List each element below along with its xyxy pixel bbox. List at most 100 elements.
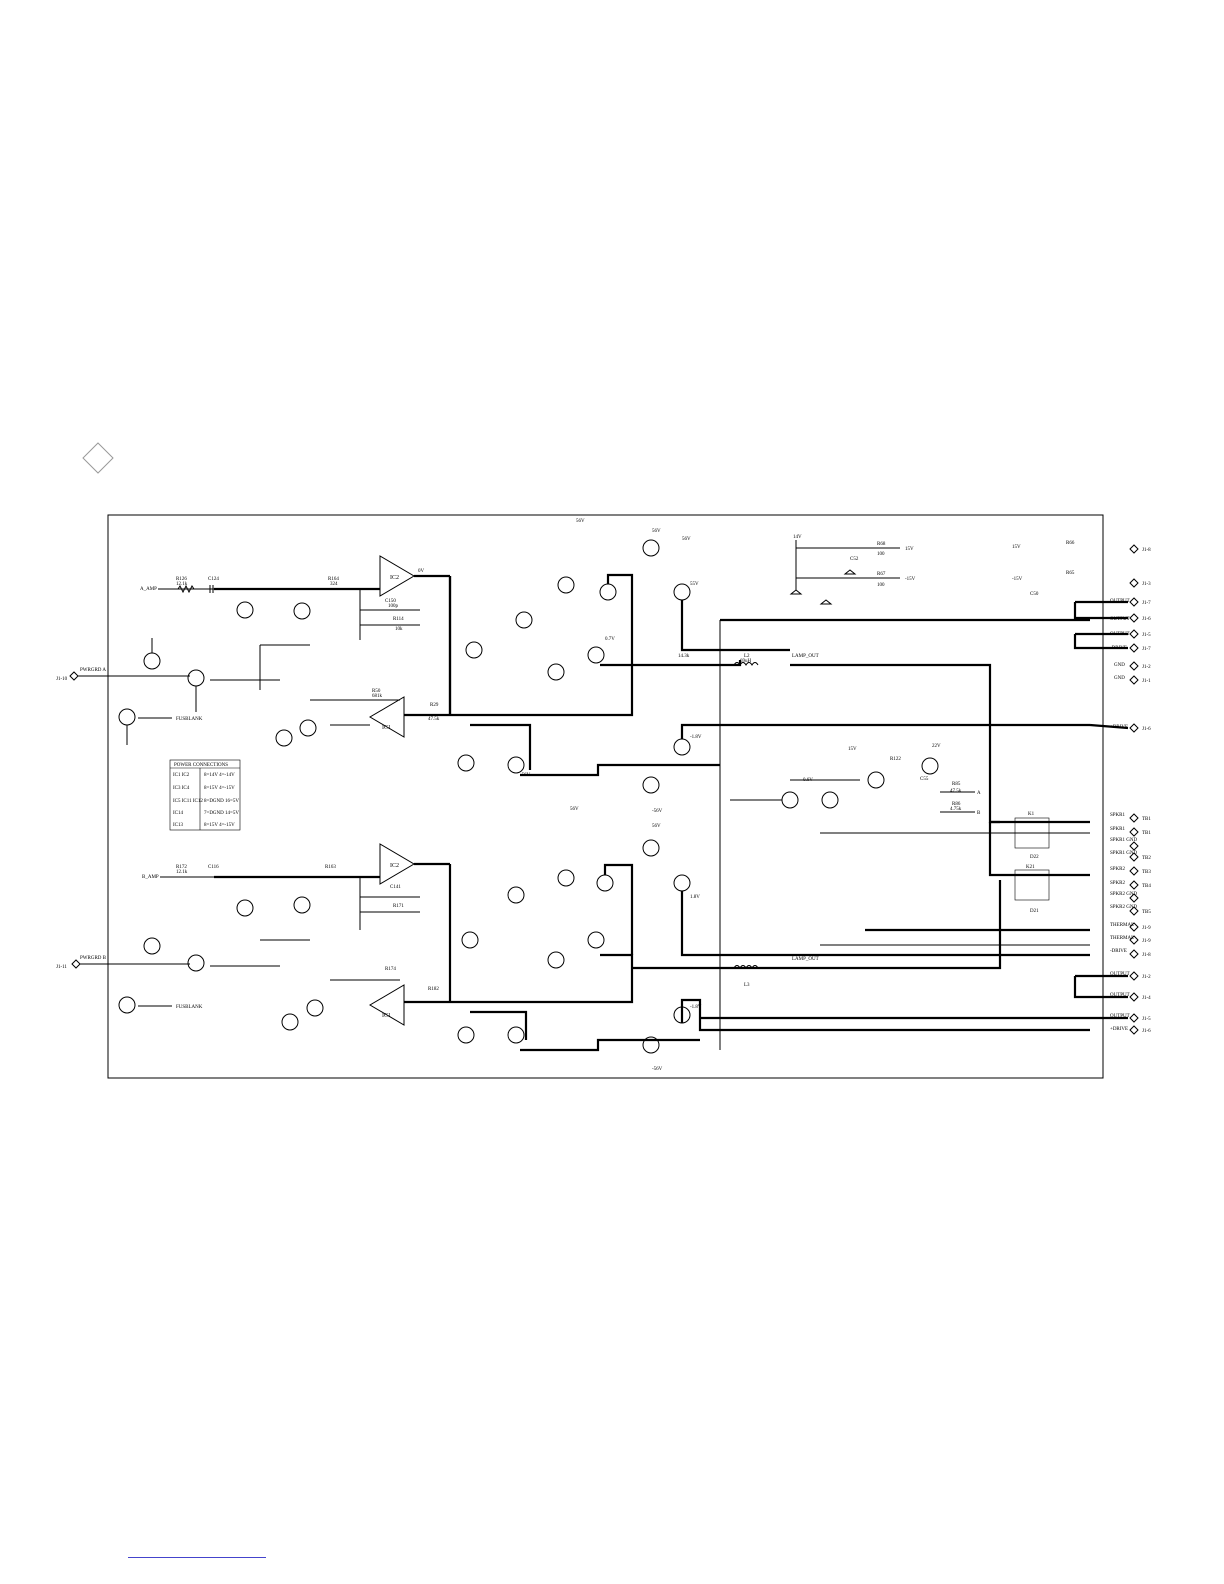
r171-label: R171 [393,904,404,909]
vn56-1: -56V [520,773,531,778]
j1-11-label: J1-11 [56,965,67,970]
fusblank-1-label: FUSBLANK [176,717,203,722]
conn-id: J1-7 [1142,601,1151,606]
r85-label: R85 [952,782,961,787]
r67-label: R67 [877,572,886,577]
vn15-label: -15V [905,577,916,582]
conn-spkr1-2: SPKR1 [1110,827,1126,832]
net-b-label: B [977,811,981,816]
power-row-ic: IC5 IC11 IC12 [173,799,203,804]
conn-tb4: TB4 [1142,884,1151,889]
conn-id: J1-1 [1142,679,1151,684]
conn-id: J1-6 [1142,1029,1151,1034]
l3-label: L3 [744,983,750,988]
channel-b: B_AMP R172 12.1k C116 R163 IC2 C141 R171… [56,807,1090,1072]
conn-tb1: TB1 [1142,817,1151,822]
conn-id: J1-3 [1142,582,1151,587]
connector-column: 15V -15V R66 R65 C50 OUTPUT OUTPUT OUTPU… [700,540,1151,1045]
ic2-top-opamp [379,555,415,597]
c150-value: 100p [388,604,399,609]
conn-tb1b: TB1 [1142,831,1151,836]
r182-label: R182 [428,987,439,992]
v56-1: 56V [576,519,585,524]
power-row-ic: IC3 IC4 [173,786,190,791]
k1-label: K1 [1028,812,1035,817]
ic2-out-v: 0V [418,569,425,574]
vn56-2: -56V [652,809,663,814]
power-row-pins: 7=DGND 14=5V [204,811,239,816]
relay-k1: K1 D22 [1014,812,1050,860]
r68-label: R68 [877,542,886,547]
conn-tb5: TB5 [1142,910,1151,915]
r174-label: R174 [385,967,396,972]
channel-a: A_AMP R126 12.1k C124 R164 324 IC2 0V C1… [56,519,1090,1050]
r50-label: R50 [372,689,381,694]
vn1_8-1: -1.8V [690,735,702,740]
conn-spkr1-gnd-1: SPKR1 GND [1110,838,1137,843]
conn-spkr2-gnd-2: SPKR2 GND [1110,905,1137,910]
r67-value: 100 [877,583,885,588]
ic1-bottom-label: IC1 [382,1013,391,1019]
power-row-pins: 8=15V 4=-15V [204,786,235,791]
conn-spkr2-2: SPKR2 [1110,881,1126,886]
r114-label: R114 [393,617,404,622]
conn-id: J1-2 [1142,975,1151,980]
l2-value: 69uH [740,659,752,664]
v56-b1: 56V [570,807,579,812]
r66-label: R66 [1066,541,1075,546]
conn-output-2: OUTPUT [1110,617,1130,622]
conn-id: J1-6 [1142,617,1151,622]
r29-value: 47.5k [428,717,440,722]
c141-label: C141 [390,885,401,890]
r164-label: R164 [328,577,339,582]
k21-label: K21 [1026,865,1035,870]
d21-label: D21 [1030,909,1039,914]
conn-vn15: -15V [1012,577,1023,582]
ic1-top-label: IC1 [382,725,391,731]
v22-q: 22V [932,744,941,749]
r172-value: 12.1k [176,870,188,875]
lamp-out-a-label: LAMP_OUT [792,654,819,659]
conn-id: J1-4 [1142,996,1151,1001]
vn1_8-b: -1.8V [690,1005,702,1010]
r29-label: R29 [430,703,439,708]
v15-q: 15V [848,747,857,752]
power-table-title: POWER CONNECTIONS [174,763,228,768]
conn-spkr1-gnd-2: SPKR1 GND [1110,851,1137,856]
conn-output-4: OUTPUT [1110,972,1130,977]
conn-thermal-2: THERMAL [1110,936,1134,941]
r86-value: 4.75k [950,807,962,812]
conn-tb3: TB3 [1142,870,1151,875]
diamond-icon [82,442,114,474]
ic2-bottom-label: IC2 [390,863,399,869]
conn-gnd-2: GND [1114,676,1125,681]
net-a-label: A [977,791,981,796]
vn56-b: -56V [652,1067,663,1072]
conn-spkr1-1: SPKR1 [1110,813,1126,818]
pwrgrd-b-label: PWRGRD B [80,956,107,961]
power-connections-table: POWER CONNECTIONS IC1 IC2 8=14V 4=-14V I… [169,759,241,831]
lamp-out-b-label: LAMP_OUT [792,957,819,962]
conn-spkr2-1: SPKR2 [1110,867,1126,872]
conn-id: J1-9 [1142,939,1151,944]
power-row-pins: 8=14V 4=-14V [204,773,235,778]
power-row-ic: IC1 IC2 [173,773,190,778]
connector-terminals [1129,544,1139,1035]
conn-tb2: TB2 [1142,856,1151,861]
conn-drive-p-2: +DRIVE [1110,1027,1128,1032]
c52-label: C52 [850,557,859,562]
input-a-label: A_AMP [140,587,157,592]
ic2-bottom-opamp [379,843,415,885]
conn-output-5: OUTPUT [1110,993,1130,998]
ic1-bottom-opamp [369,984,405,1026]
conn-id: J1-8 [1142,953,1151,958]
v56-3: 56V [682,537,691,542]
c124-label: C124 [208,577,219,582]
r122-label: R122 [890,757,901,762]
conn-v15: 15V [1012,545,1021,550]
ic2-top-label: IC2 [390,575,399,581]
l2-label: L2 [744,654,750,659]
relay-k21: K21 D21 [1014,865,1050,914]
ic1-top-opamp [369,696,405,738]
